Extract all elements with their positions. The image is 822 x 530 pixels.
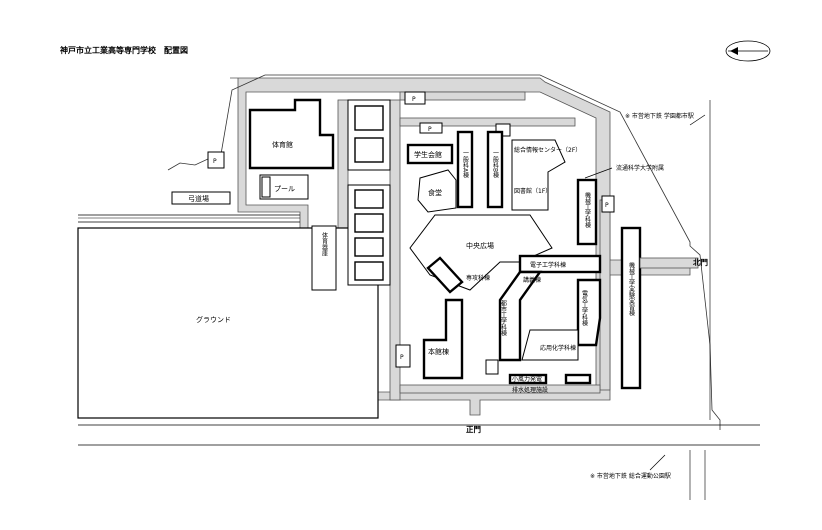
wind-label: 小風力発電 xyxy=(512,375,542,383)
mech-lab-building xyxy=(620,226,642,390)
workshop-label: 講義棟 xyxy=(523,276,541,284)
archery-range xyxy=(171,191,231,205)
parking-east xyxy=(601,195,615,213)
gym-label: 体育館 xyxy=(272,140,293,149)
info-center-label: 総合情報センター（2F） xyxy=(514,146,581,154)
student-hall-label: 学生会館 xyxy=(414,150,442,159)
applied-chem-label: 応用化学科棟 xyxy=(540,344,576,352)
south-lane xyxy=(399,384,601,394)
parking-west xyxy=(207,151,225,169)
wind-facility xyxy=(508,373,548,385)
mechanical-label: 機械工学科棟 xyxy=(584,191,591,229)
student-hall xyxy=(406,143,454,165)
main-building-label: 本館棟 xyxy=(428,347,449,356)
svg-text:P: P xyxy=(605,202,609,209)
svg-text:P: P xyxy=(428,126,432,133)
upper-lane xyxy=(399,117,576,127)
parking-sw xyxy=(395,344,411,368)
parking-north-1 xyxy=(404,91,426,105)
research-label: 専攻科棟 xyxy=(466,274,490,282)
svg-text:P: P xyxy=(412,96,416,103)
info-center xyxy=(511,139,566,211)
library-label: 図書館（1F） xyxy=(514,187,551,195)
general-a-building xyxy=(456,130,474,209)
cafeteria-label: 食堂 xyxy=(428,188,442,197)
mechanical-building xyxy=(576,178,598,246)
applied-chem-building xyxy=(521,329,579,361)
parking-se xyxy=(485,359,499,375)
parking-north-2 xyxy=(419,122,443,134)
plaza-label: 中央広場 xyxy=(466,241,494,250)
general-a-label: 一般科A棟 xyxy=(462,150,469,179)
gym xyxy=(248,98,335,170)
top-road xyxy=(399,91,526,101)
main-gate-label: 正門 xyxy=(466,425,481,434)
general-b-label: 一般科B棟 xyxy=(492,150,499,179)
electronics-label: 電子工学科棟 xyxy=(530,261,566,269)
north-gate-road xyxy=(639,257,699,269)
civil-building xyxy=(498,270,543,362)
campus-boundary xyxy=(167,74,721,430)
industrial-lab xyxy=(564,373,592,385)
water-label: 排水処理施設 xyxy=(512,386,548,394)
university-label: 流通科学大学附属 xyxy=(616,164,664,172)
research-building xyxy=(426,256,464,294)
subway-south-label: ※ 市営地下鉄 総合運動公園駅 xyxy=(590,472,671,480)
gym-annex xyxy=(311,225,337,291)
east-lane xyxy=(599,199,611,391)
electronics-building xyxy=(518,254,602,274)
north-gate-label: 北門 xyxy=(693,257,708,267)
ground-label: グラウンド xyxy=(196,315,231,324)
cafeteria xyxy=(417,169,457,213)
subway-north-label: ※ 市営地下鉄 学園都市駅 xyxy=(625,112,694,120)
parking-west-label: P xyxy=(213,158,217,165)
north-arrow-icon xyxy=(725,40,771,62)
gym-annex-label: 体育器庫 xyxy=(321,231,328,257)
map-title: 神戸市立工業高等専門学校 配置図 xyxy=(60,45,188,55)
svg-text:P: P xyxy=(400,354,404,361)
archery-label: 弓道場 xyxy=(188,194,209,203)
general-b-building xyxy=(486,130,504,209)
mech-lab-label: 機械工学実験実習棟 xyxy=(628,261,635,317)
pool-label: プール xyxy=(274,185,295,193)
main-building xyxy=(422,298,464,380)
civil-label: 都市工学科棟 xyxy=(500,299,507,337)
electrical-label: 電気工学科棟 xyxy=(581,290,588,327)
